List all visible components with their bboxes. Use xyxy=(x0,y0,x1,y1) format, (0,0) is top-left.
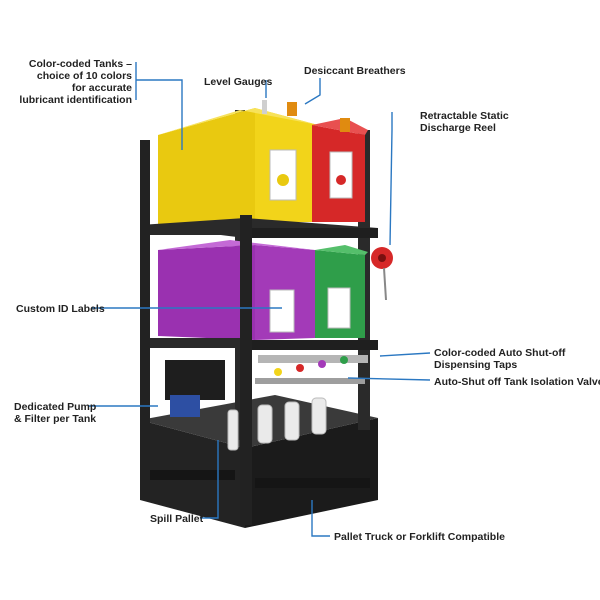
desiccant-breather xyxy=(340,118,350,132)
callout-line: Dedicated Pump xyxy=(14,401,97,413)
callout-forklift: Pallet Truck or Forklift Compatible xyxy=(334,531,505,543)
frame-post xyxy=(140,140,150,500)
pump-filters xyxy=(165,360,327,451)
callout-dispensing-taps: Color-coded Auto Shut-off Dispensing Tap… xyxy=(434,347,565,371)
tank-purple xyxy=(158,240,315,340)
callout-line: Discharge Reel xyxy=(420,122,496,134)
callout-desiccant-breathers: Desiccant Breathers xyxy=(304,65,406,77)
callout-level-gauges: Level Gauges xyxy=(204,76,273,88)
tank-red xyxy=(312,118,368,222)
desiccant-breather xyxy=(287,102,297,116)
callout-line: Color-coded Auto Shut-off xyxy=(434,347,566,359)
callout-line: choice of 10 colors xyxy=(36,70,132,82)
callout-leaders xyxy=(88,62,431,537)
dispensing-taps xyxy=(255,355,368,384)
callout-color-coded-tanks: Color-coded Tanks – choice of 10 colors … xyxy=(6,58,132,106)
callout-spill-pallet: Spill Pallet xyxy=(150,513,204,525)
callout-line: lubricant identification xyxy=(19,94,132,106)
frame-shelf xyxy=(140,338,245,348)
level-gauge xyxy=(262,100,267,114)
tank-green xyxy=(315,245,368,338)
callout-line: for accurate xyxy=(71,82,132,94)
callout-line: Dispensing Taps xyxy=(434,359,518,371)
callout-line: Color-coded Tanks – xyxy=(28,58,132,70)
callout-pump-filter: Dedicated Pump & Filter per Tank xyxy=(14,401,96,425)
callout-line: Retractable Static xyxy=(420,110,509,122)
callout-line: & Filter per Tank xyxy=(14,413,97,425)
frame-post xyxy=(240,215,252,525)
callout-custom-id-labels: Custom ID Labels xyxy=(16,303,105,315)
tank-yellow xyxy=(158,108,318,226)
callout-isolation-valves: Auto-Shut off Tank Isolation Valves xyxy=(434,376,600,388)
callout-static-reel: Retractable Static Discharge Reel xyxy=(420,110,509,134)
